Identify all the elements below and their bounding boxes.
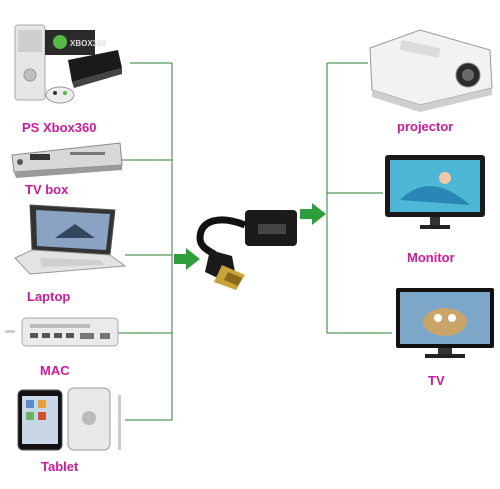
output-arrow-icon (300, 203, 326, 225)
destination-label-projector: projector (397, 119, 453, 134)
source-label-mac: MAC (40, 363, 70, 378)
tv-box-icon (11, 142, 123, 178)
mac-mini-icon (5, 317, 119, 347)
source-label-ps-xbox360: PS Xbox360 (22, 120, 96, 135)
tv-icon (396, 288, 494, 358)
source-label-tv-box: TV box (25, 182, 69, 197)
laptop-icon (14, 204, 127, 275)
tablet-icon (17, 387, 121, 451)
hdmi-to-vga-adapter-icon (196, 210, 297, 290)
input-arrow-icon (174, 248, 200, 270)
projector-icon (369, 29, 493, 112)
left-connectors (118, 62, 173, 421)
source-label-tablet: Tablet (41, 459, 79, 474)
destination-label-tv: TV (428, 373, 445, 388)
game-console-icon: XBOX360 (14, 24, 122, 104)
right-connectors (326, 62, 392, 334)
destination-label-monitor: Monitor (407, 250, 455, 265)
source-label-laptop: Laptop (27, 289, 70, 304)
xbox360-badge: XBOX360 (70, 39, 107, 48)
monitor-icon (385, 155, 485, 229)
